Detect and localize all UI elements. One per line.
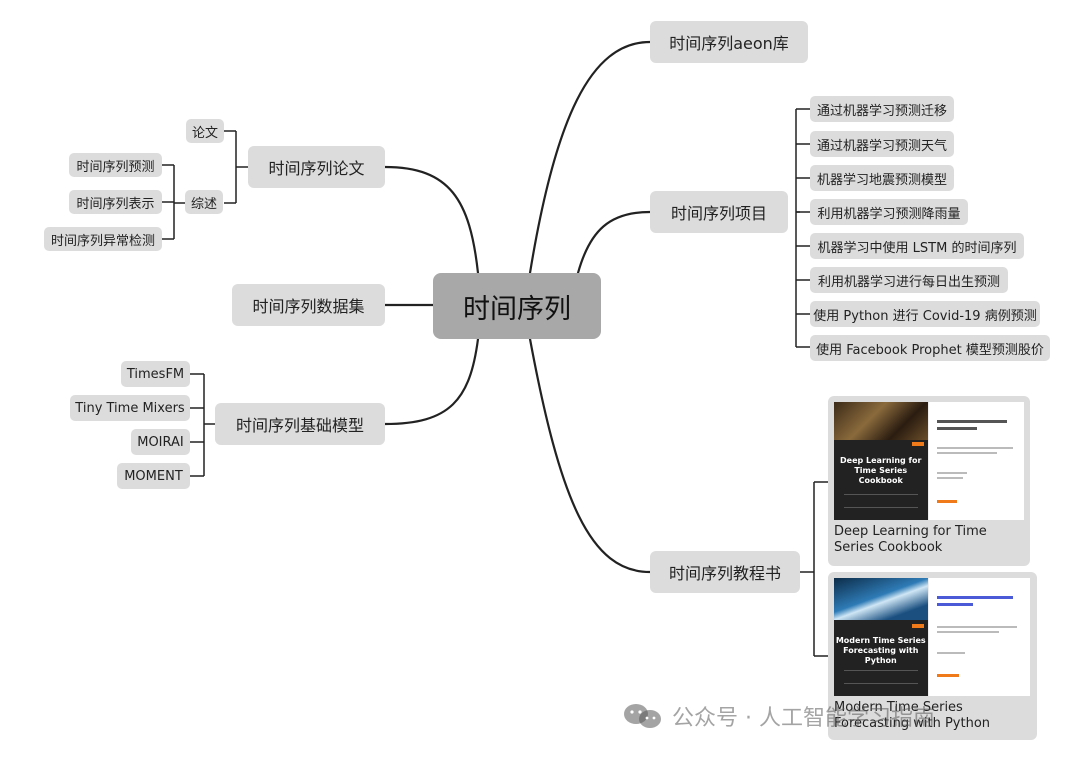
node-survey-representation[interactable]: 时间序列表示 [69,190,162,214]
book-card-deep-learning[interactable]: Deep Learning for Time Series Cookbook D… [828,396,1030,566]
edge-root-projects [576,210,652,275]
node-tutorial-books[interactable]: 时间序列教程书 [650,551,800,593]
model-moment[interactable]: MOMENT [117,463,190,489]
bracket-foundation [190,373,215,477]
project-item-lstm[interactable]: 机器学习中使用 LSTM 的时间序列 [810,233,1024,259]
node-papers-paper[interactable]: 论文 [186,119,224,143]
wechat-icon [622,702,666,730]
node-datasets[interactable]: 时间序列数据集 [232,284,385,326]
book-caption: Deep Learning for Time Series Cookbook [834,524,987,555]
model-tiny-time-mixers[interactable]: Tiny Time Mixers [70,395,190,421]
watermark: 公众号 · 人工智能学习指南 [622,700,935,732]
project-item-covid[interactable]: 使用 Python 进行 Covid-19 病例预测 [810,301,1040,327]
edge-root-papers [383,165,480,275]
root-node[interactable]: 时间序列 [433,273,601,339]
model-timesfm[interactable]: TimesFM [121,361,190,387]
model-moirai[interactable]: MOIRAI [131,429,190,455]
bracket-books [800,481,828,657]
node-projects[interactable]: 时间序列项目 [650,191,788,233]
node-aeon-library[interactable]: 时间序列aeon库 [650,21,808,63]
book-caption: Modern Time Series Forecasting with Pyth… [834,700,991,731]
bracket-survey [162,164,185,240]
edge-root-aeon [528,40,652,275]
node-papers[interactable]: 时间序列论文 [248,146,385,188]
project-item-migration[interactable]: 通过机器学习预测迁移 [810,96,954,122]
node-papers-survey[interactable]: 综述 [185,190,223,214]
node-survey-anomaly[interactable]: 时间序列异常检测 [44,227,162,251]
watermark-text: 公众号 · 人工智能学习指南 [672,706,935,731]
bracket-papers [224,130,248,204]
node-foundation-models[interactable]: 时间序列基础模型 [215,403,385,445]
book-cover-image: Deep Learning for Time Series Cookbook [834,402,1024,520]
node-survey-forecasting[interactable]: 时间序列预测 [69,153,162,177]
book-card-modern-forecasting[interactable]: Modern Time Series Forecasting with Pyth… [828,572,1037,740]
edge-root-books [528,337,652,574]
project-item-rainfall[interactable]: 利用机器学习预测降雨量 [810,199,968,225]
project-item-prophet[interactable]: 使用 Facebook Prophet 模型预测股价 [810,335,1050,361]
edge-root-foundation [383,337,480,426]
book-cover-image: Modern Time Series Forecasting with Pyth… [834,578,1030,696]
project-item-earthquake[interactable]: 机器学习地震预测模型 [810,165,954,191]
project-item-births[interactable]: 利用机器学习进行每日出生预测 [810,267,1008,293]
project-item-weather[interactable]: 通过机器学习预测天气 [810,131,954,157]
bracket-projects-ticks [796,108,810,348]
